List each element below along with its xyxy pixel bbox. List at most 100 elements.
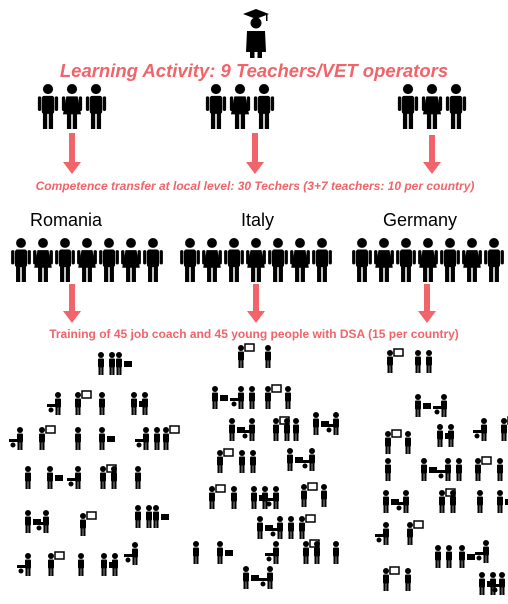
- worker-icon: [333, 541, 339, 564]
- worker-icon: [217, 448, 234, 473]
- person-icon: [202, 238, 222, 282]
- arrow-down-icon: [63, 284, 81, 323]
- arrow-down-icon: [247, 284, 265, 323]
- worker-icon: [435, 545, 452, 568]
- worker-icon: [25, 466, 31, 489]
- worker-icon: [251, 486, 268, 509]
- worker-icon: [299, 514, 316, 539]
- worker-icon: [477, 490, 483, 513]
- worker-icon: [439, 488, 456, 513]
- worker-icon: [491, 572, 505, 595]
- person-icon: [55, 238, 75, 282]
- worker-icon: [48, 551, 65, 576]
- worker-icon: [124, 542, 138, 565]
- worker-icon: [437, 424, 454, 447]
- worker-icon: [99, 392, 105, 415]
- worker-icon: [501, 416, 508, 441]
- worker-icon: [475, 456, 492, 481]
- worker-icon: [321, 484, 327, 507]
- competence-text: Competence transfer at local level: 30 T…: [35, 179, 475, 193]
- worker-icon: [265, 345, 271, 368]
- teacher-person-icon: [397, 84, 419, 129]
- worker-icon: [265, 541, 279, 564]
- worker-icon: [473, 418, 487, 441]
- person-icon: [462, 238, 482, 282]
- headline: Learning Activity: 9 Teachers/VET operat…: [59, 60, 449, 81]
- person-icon: [121, 238, 141, 282]
- person-icon: [374, 238, 394, 282]
- worker-icon: [153, 505, 169, 528]
- worker-icon: [78, 553, 84, 576]
- teacher-person-icon: [61, 84, 83, 129]
- worker-icon: [265, 486, 279, 509]
- worker-icon: [163, 425, 180, 450]
- worker-icon: [415, 350, 432, 373]
- worker-icon: [273, 416, 290, 441]
- person-icon: [246, 238, 266, 282]
- arrow-down-icon: [246, 133, 264, 174]
- worker-icon: [383, 490, 399, 513]
- teacher-person-icon: [37, 84, 59, 129]
- worker-icon: [39, 425, 56, 450]
- worker-icon: [265, 384, 282, 409]
- worker-icon: [437, 458, 462, 481]
- worker-icon: [17, 553, 31, 576]
- teacher-person-icon: [229, 84, 251, 129]
- worker-icon: [269, 516, 294, 539]
- worker-icon: [301, 448, 315, 471]
- worker-icon: [325, 412, 339, 435]
- worker-icon: [209, 484, 226, 509]
- worker-icon: [301, 482, 318, 507]
- worker-icon: [259, 566, 273, 589]
- person-icon: [33, 238, 53, 282]
- person-icon: [99, 238, 119, 282]
- worker-icon: [67, 466, 81, 489]
- worker-icon: [35, 510, 49, 533]
- worker-icon: [80, 511, 97, 536]
- worker-icon: [75, 427, 81, 450]
- worker-icon: [47, 392, 61, 415]
- worker-icon: [241, 418, 255, 441]
- worker-icon: [239, 450, 256, 473]
- person-icon: [268, 238, 288, 282]
- worker-icon: [99, 427, 115, 450]
- worker-icon: [497, 490, 508, 513]
- country-italy: Italy: [241, 210, 275, 230]
- teacher-person-icon: [445, 84, 467, 129]
- worker-icon: [433, 394, 447, 417]
- country-romania: Romania: [30, 210, 103, 230]
- worker-icon: [475, 540, 489, 563]
- worker-icon: [101, 553, 118, 576]
- worker-icon: [387, 348, 404, 373]
- worker-icon: [238, 343, 255, 368]
- worker-icon: [212, 386, 228, 409]
- worker-icon: [47, 466, 63, 489]
- person-icon: [224, 238, 244, 282]
- teacher-person-icon: [253, 84, 275, 129]
- person-icon: [77, 238, 97, 282]
- worker-icon: [405, 568, 411, 591]
- person-icon: [352, 238, 372, 282]
- worker-icon: [375, 522, 389, 545]
- worker-icon: [131, 392, 148, 415]
- worker-icon: [230, 386, 255, 409]
- training-text: Training of 45 job coach and 45 young pe…: [49, 327, 459, 341]
- person-icon: [143, 238, 163, 282]
- arrow-down-icon: [418, 284, 436, 323]
- worker-icon: [229, 418, 245, 441]
- worker-icon: [135, 427, 160, 450]
- arrow-down-icon: [63, 133, 81, 174]
- worker-icon: [9, 427, 23, 450]
- teacher-person-icon: [85, 84, 107, 129]
- arrow-down-icon: [423, 135, 441, 174]
- worker-icon: [231, 486, 237, 509]
- person-icon: [312, 238, 332, 282]
- teacher-person-icon: [421, 84, 443, 129]
- worker-icon: [385, 458, 391, 481]
- worker-icon: [287, 448, 303, 471]
- worker-icon: [217, 541, 233, 564]
- person-icon: [418, 238, 438, 282]
- worker-icon: [193, 541, 199, 564]
